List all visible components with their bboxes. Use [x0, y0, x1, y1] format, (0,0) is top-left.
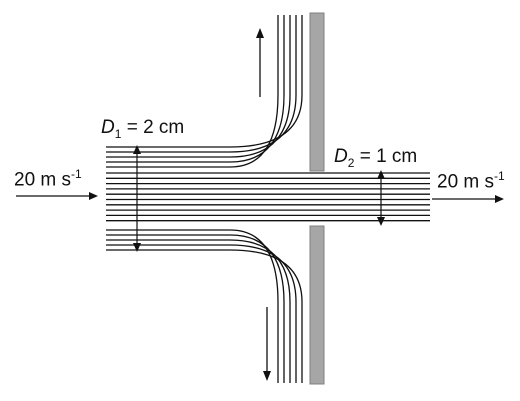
streamline-up — [106, 15, 285, 163]
up-arrow — [256, 28, 264, 97]
d2-dimension-line — [377, 170, 385, 226]
d1-dimension-line — [133, 145, 141, 252]
streamline-down — [106, 239, 291, 383]
streamline-down — [106, 229, 279, 383]
plate-lower — [309, 225, 325, 385]
inlet-velocity-label: 20 m s-1 — [14, 167, 82, 191]
plate-upper — [309, 12, 325, 172]
streamline-up — [106, 15, 279, 168]
streamline-down — [106, 244, 297, 383]
outlet-arrow — [432, 195, 504, 203]
down-arrow — [263, 307, 271, 381]
inlet-arrow — [16, 192, 98, 200]
streamline-up — [106, 15, 291, 158]
streamline-down — [106, 249, 303, 383]
streamline-up — [106, 15, 297, 153]
streamline-down — [106, 234, 285, 383]
d1-label: D1 = 2 cm — [101, 117, 185, 141]
outlet-velocity-label: 20 m s-1 — [437, 169, 505, 193]
d2-label: D2 = 1 cm — [334, 146, 418, 170]
streamlines — [106, 15, 430, 383]
